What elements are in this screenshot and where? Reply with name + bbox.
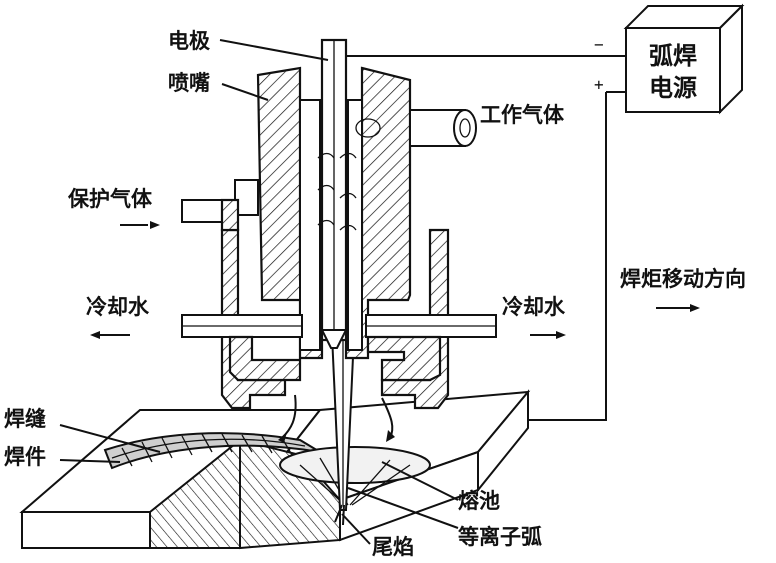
electrode-tip bbox=[320, 329, 348, 349]
label-plasma-arc: 等离子弧 bbox=[458, 525, 542, 549]
leader-weld-seam bbox=[59, 424, 161, 453]
gas-swirl-top bbox=[355, 118, 381, 138]
working-gas-pipe-end bbox=[453, 109, 477, 147]
leader-plasma-arc bbox=[347, 487, 459, 529]
shield-gas-inlet bbox=[181, 179, 259, 231]
label-nozzle: 喷嘴 bbox=[168, 71, 210, 95]
leader-nozzle bbox=[221, 83, 269, 101]
minus-sign: − bbox=[594, 35, 604, 54]
power-source-line1: 弧焊 bbox=[649, 42, 697, 70]
workpiece bbox=[19, 389, 531, 550]
leader-tail-flame bbox=[341, 513, 371, 545]
wire-positive bbox=[528, 91, 626, 421]
torch-direction-arrow bbox=[690, 304, 700, 312]
label-cooling-water-right: 冷却水 bbox=[502, 295, 566, 319]
leader-electrode bbox=[219, 39, 329, 61]
label-weld-seam: 焊缝 bbox=[4, 407, 46, 431]
torch bbox=[181, 38, 497, 410]
label-weld-pool: 熔池 bbox=[458, 489, 500, 513]
leader-workpiece bbox=[59, 459, 121, 463]
label-electrode: 电极 bbox=[168, 29, 211, 53]
leader-weld-pool bbox=[381, 461, 459, 501]
label-cooling-water-left: 冷却水 bbox=[86, 295, 150, 319]
cooling-water-arrow-right bbox=[556, 331, 566, 339]
label-working-gas: 工作气体 bbox=[480, 103, 565, 127]
cooling-water-arrow-left bbox=[90, 331, 100, 339]
gas-channel-left bbox=[299, 99, 321, 351]
shield-gas-arrow bbox=[150, 221, 160, 229]
weld-pool bbox=[279, 446, 431, 484]
plus-sign: + bbox=[594, 75, 604, 94]
label-shield-gas: 保护气体 bbox=[67, 187, 153, 211]
label-tail-flame: 尾焰 bbox=[372, 535, 414, 559]
arc-welding-power-source: 弧焊 电源 bbox=[623, 3, 745, 115]
power-source-line2: 电源 bbox=[649, 74, 697, 102]
label-workpiece: 焊件 bbox=[4, 445, 46, 469]
label-torch-direction: 焊炬移动方向 bbox=[620, 267, 746, 291]
